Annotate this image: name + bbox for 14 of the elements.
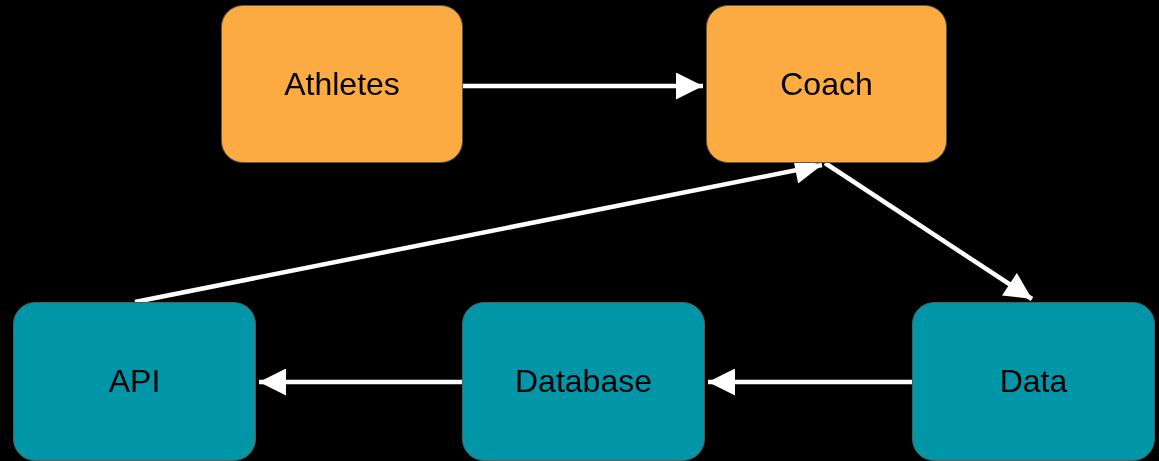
process-box [706, 5, 947, 163]
process-box [462, 302, 705, 461]
process-box [13, 302, 256, 461]
process-box [221, 5, 463, 163]
arrow [463, 72, 703, 100]
arrow [259, 368, 462, 396]
node-label: Coach [780, 65, 873, 103]
arrow [708, 368, 912, 396]
arrow [823, 161, 1034, 301]
node-label: API [108, 363, 161, 400]
process-box [912, 302, 1155, 461]
node-label: Database [515, 363, 652, 400]
node-label: Athletes [284, 65, 400, 103]
node-label: Data [999, 363, 1068, 400]
